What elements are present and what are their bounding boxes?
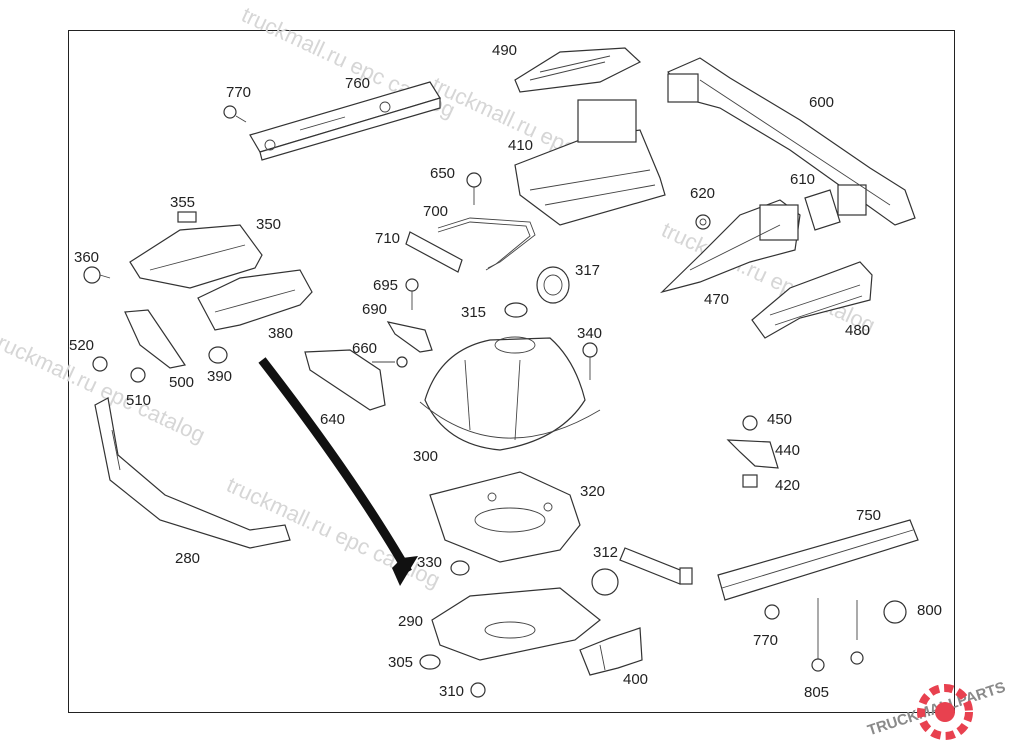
part-305-grommet bbox=[419, 654, 441, 670]
label-310: 310 bbox=[439, 683, 464, 700]
label-800: 800 bbox=[917, 602, 942, 619]
truckmallparts-logo: TRUCKMALLPARTS bbox=[866, 679, 1008, 740]
part-710-pad bbox=[405, 231, 463, 273]
part-320-carrier bbox=[429, 471, 581, 563]
label-620: 620 bbox=[690, 185, 715, 202]
part-390-cap bbox=[208, 346, 228, 364]
label-280: 280 bbox=[175, 550, 200, 567]
part-360-bolt bbox=[83, 266, 111, 284]
label-805: 805 bbox=[804, 684, 829, 701]
label-700: 700 bbox=[423, 203, 448, 220]
part-510-washer bbox=[130, 367, 146, 383]
part-800-bolt-set bbox=[850, 600, 907, 665]
label-490: 490 bbox=[492, 42, 517, 59]
label-510: 510 bbox=[126, 392, 151, 409]
part-400-cover bbox=[579, 627, 643, 676]
part-490-bracket bbox=[514, 47, 642, 93]
part-340-bolt bbox=[582, 342, 598, 380]
part-500-bracket bbox=[124, 309, 186, 369]
label-770-top: 770 bbox=[226, 84, 251, 101]
label-500: 500 bbox=[169, 374, 194, 391]
label-640: 640 bbox=[320, 411, 345, 428]
label-360: 360 bbox=[74, 249, 99, 266]
part-690-bracket bbox=[386, 321, 433, 353]
part-760-crossmember bbox=[249, 81, 441, 161]
part-355-clip bbox=[177, 211, 197, 223]
part-317-cap bbox=[536, 266, 570, 304]
part-315-ring bbox=[504, 302, 528, 318]
label-710: 710 bbox=[375, 230, 400, 247]
part-770-bolt-bottom bbox=[764, 604, 780, 620]
label-610: 610 bbox=[790, 171, 815, 188]
label-760: 760 bbox=[345, 75, 370, 92]
part-695-bolt bbox=[405, 278, 419, 310]
label-290: 290 bbox=[398, 613, 423, 630]
gear-icon bbox=[917, 684, 973, 740]
part-770-bolt-top bbox=[223, 105, 247, 123]
part-420-stud bbox=[742, 474, 758, 488]
part-440-bracket bbox=[726, 439, 779, 469]
part-640-rail bbox=[304, 349, 386, 411]
label-440: 440 bbox=[775, 442, 800, 459]
part-300-tank bbox=[419, 336, 601, 451]
part-labels: 770 760 490 600 410 650 620 610 355 350 … bbox=[69, 42, 942, 701]
label-520: 520 bbox=[69, 337, 94, 354]
label-650: 650 bbox=[430, 165, 455, 182]
label-312: 312 bbox=[593, 544, 618, 561]
assembly-arrow bbox=[258, 357, 418, 586]
label-750: 750 bbox=[856, 507, 881, 524]
label-300: 300 bbox=[413, 448, 438, 465]
diagram-frame bbox=[68, 30, 955, 713]
label-690: 690 bbox=[362, 301, 387, 318]
label-660: 660 bbox=[352, 340, 377, 357]
part-620-nut bbox=[695, 214, 711, 230]
part-610-plate bbox=[804, 189, 841, 231]
label-450: 450 bbox=[767, 411, 792, 428]
part-700-strap bbox=[437, 217, 536, 271]
label-380: 380 bbox=[268, 325, 293, 342]
part-312-tool bbox=[591, 547, 693, 596]
label-470: 470 bbox=[704, 291, 729, 308]
part-330-grommet bbox=[450, 560, 470, 576]
part-480-bracket bbox=[751, 261, 873, 339]
label-317: 317 bbox=[575, 262, 600, 279]
label-770-bottom: 770 bbox=[753, 632, 778, 649]
label-305: 305 bbox=[388, 654, 413, 671]
label-350: 350 bbox=[256, 216, 281, 233]
part-380-shield bbox=[197, 269, 313, 331]
part-520-bolt bbox=[92, 356, 108, 372]
part-290-tray bbox=[431, 587, 601, 661]
part-280-rail bbox=[94, 397, 291, 549]
label-480: 480 bbox=[845, 322, 870, 339]
label-420: 420 bbox=[775, 477, 800, 494]
label-315: 315 bbox=[461, 304, 486, 321]
label-390: 390 bbox=[207, 368, 232, 385]
label-410: 410 bbox=[508, 137, 533, 154]
part-350-tray bbox=[129, 224, 263, 289]
part-750-rail bbox=[717, 519, 919, 601]
label-695: 695 bbox=[373, 277, 398, 294]
label-340: 340 bbox=[577, 325, 602, 342]
part-310-nut bbox=[470, 682, 486, 698]
label-600: 600 bbox=[809, 94, 834, 111]
part-450-nut bbox=[742, 415, 758, 431]
part-410-mount bbox=[514, 99, 666, 226]
part-470-bracket bbox=[659, 199, 801, 294]
part-805-bolt bbox=[811, 598, 825, 672]
label-400: 400 bbox=[623, 671, 648, 688]
label-330: 330 bbox=[417, 554, 442, 571]
part-660-screw bbox=[372, 356, 408, 368]
part-600-long-member bbox=[667, 57, 916, 226]
part-650-bolt bbox=[466, 172, 482, 205]
gear-hub bbox=[935, 702, 955, 722]
label-355: 355 bbox=[170, 194, 195, 211]
label-320: 320 bbox=[580, 483, 605, 500]
